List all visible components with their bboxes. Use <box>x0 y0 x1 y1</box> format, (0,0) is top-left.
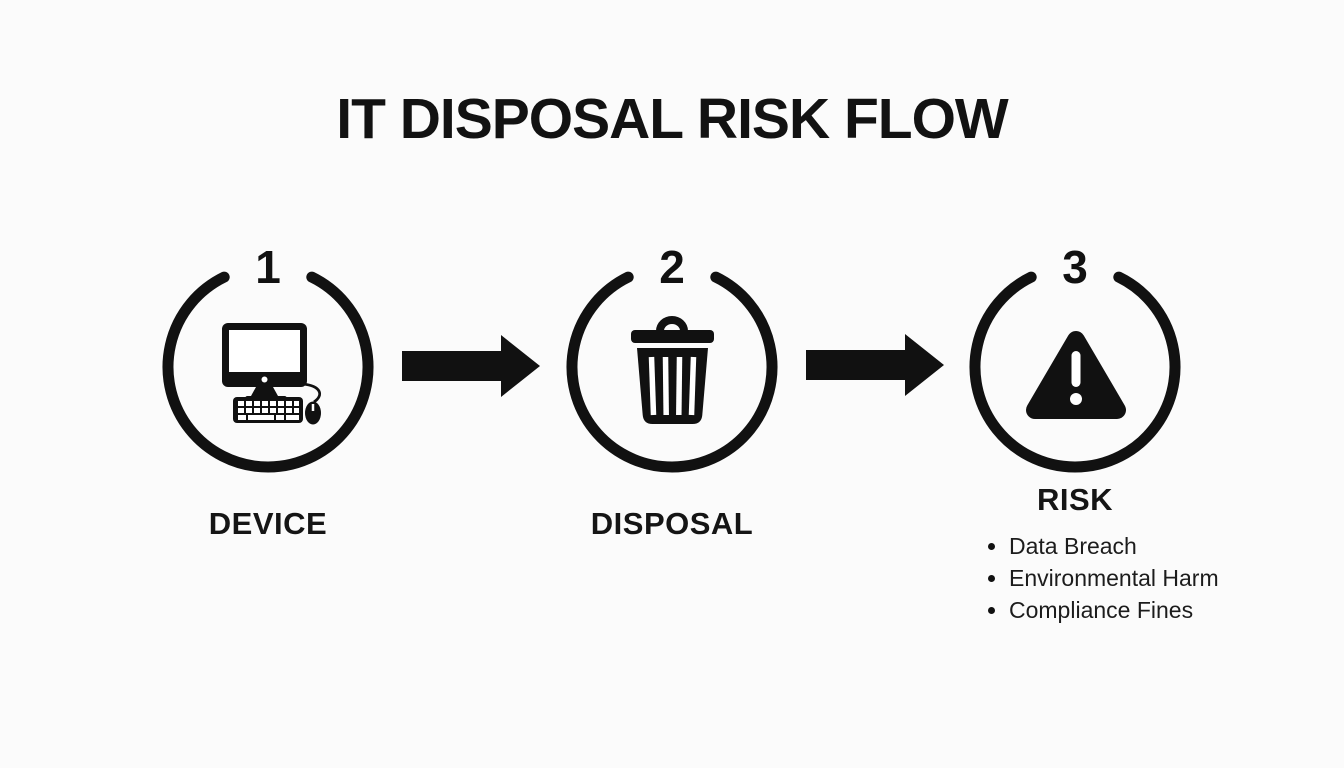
diagram-title: IT DISPOSAL RISK FLOW <box>336 87 1008 151</box>
arrow-right-icon <box>402 335 540 397</box>
step-disposal: 2 DISPOSAL <box>557 239 787 543</box>
bullet-icon <box>988 574 995 582</box>
step-risk-label: RISK <box>1036 482 1114 517</box>
step-number: 2 <box>659 241 685 293</box>
trash-can-icon <box>631 316 714 424</box>
risk-items-list: Data Breach Environmental Harm Complianc… <box>988 530 1288 626</box>
risk-item-text: Data Breach <box>1009 533 1137 559</box>
step-disposal-badge: 2 <box>566 241 778 473</box>
step-number: 1 <box>255 241 281 293</box>
step-device-label: DEVICE <box>208 506 328 541</box>
bullet-icon <box>988 606 995 614</box>
step-circle-ring <box>162 271 374 473</box>
risk-list-item: Compliance Fines <box>988 594 1288 626</box>
risk-list-item: Data Breach <box>988 530 1288 562</box>
step-risk: 3 RISK Data Breach Environmental Harm Co… <box>960 239 1219 626</box>
step-device-badge: 1 <box>162 241 374 473</box>
risk-item-text: Compliance Fines <box>1009 597 1194 623</box>
step-number: 3 <box>1062 241 1088 293</box>
step-risk-badge: 3 <box>969 241 1181 473</box>
step-circle-ring <box>969 271 1181 473</box>
arrow-right-icon <box>806 334 944 396</box>
desktop-computer-icon <box>222 323 322 425</box>
step-disposal-label: DISPOSAL <box>590 506 754 541</box>
step-circle-ring <box>566 271 778 473</box>
risk-list-item: Environmental Harm <box>988 562 1288 594</box>
warning-triangle-icon <box>1026 331 1126 419</box>
bullet-icon <box>988 542 995 550</box>
risk-item-text: Environmental Harm <box>1009 565 1219 591</box>
step-device: 1 DEVICE <box>153 239 383 543</box>
